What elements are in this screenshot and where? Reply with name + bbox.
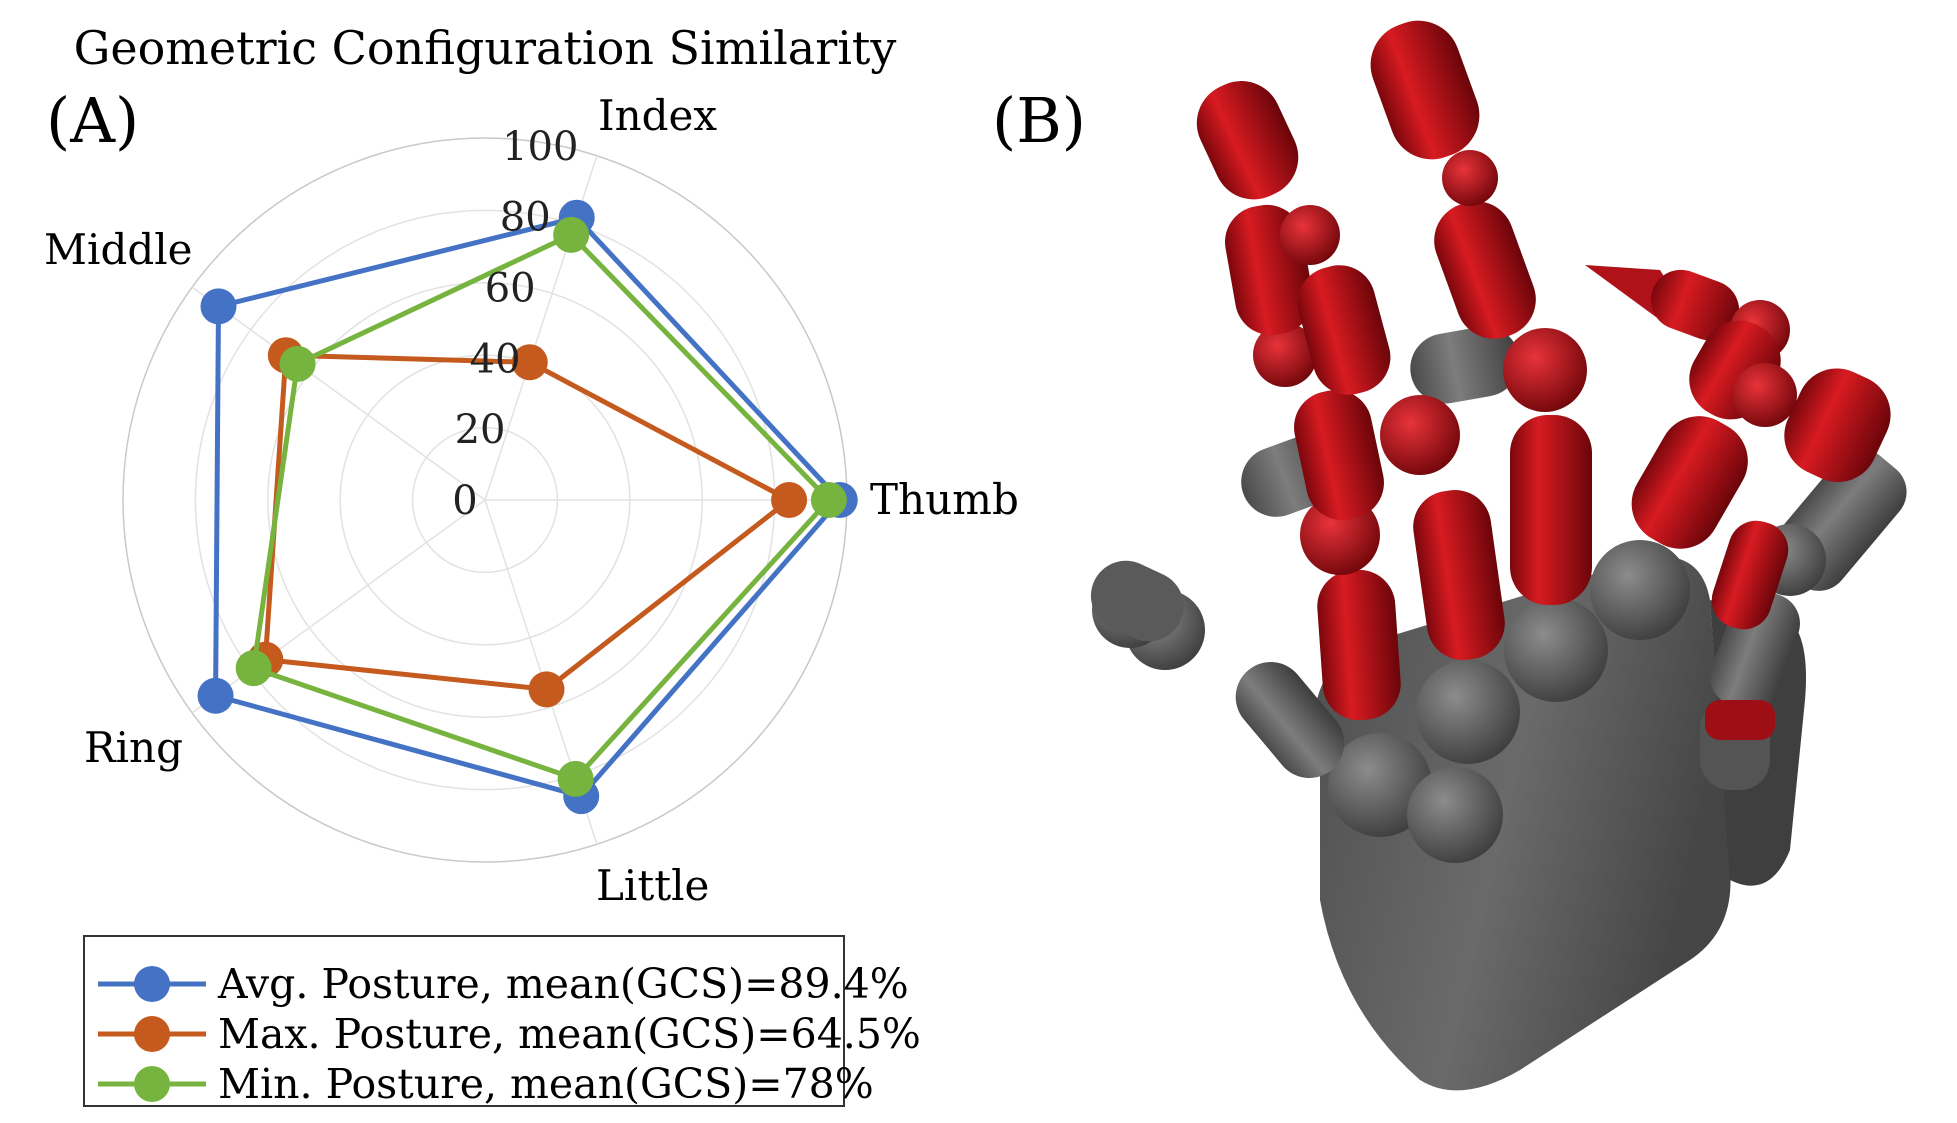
data-point-2-thumb [810,482,847,518]
data-point-2-little [557,760,594,797]
red-finger-2 [1297,265,1505,660]
axis-label-index: Index [598,91,717,140]
data-point-1-thumb [771,482,808,518]
data-point-2-ring [235,650,272,687]
tick-label: 80 [500,195,551,241]
tick-label: 40 [470,336,521,382]
grid-spoke [191,286,486,501]
legend-box [83,935,845,1107]
chart-title: Geometric Configuration Similarity [74,21,897,75]
legend-entry-1: Max. Posture, mean(GCS)=64.5% [218,1010,921,1058]
knuckle [1590,540,1690,640]
series-line-2 [251,232,832,782]
knuckle [1407,767,1503,863]
data-point-0-ring [197,677,234,714]
axis-label-thumb: Thumb [870,475,1019,524]
legend-marker-0 [134,966,170,1002]
tick-label: 20 [455,407,506,453]
data-point-0-middle [200,288,237,325]
tick-label: 0 [452,478,477,524]
legend: Avg. Posture, mean(GCS)=89.4%Max. Postur… [83,935,921,1108]
knuckle [1416,660,1520,764]
data-point-1-index [511,344,548,381]
panel-b-label: (B) [992,84,1086,157]
red-finger-3 [1370,20,1592,605]
legend-entry-0: Avg. Posture, mean(GCS)=89.4% [217,960,909,1008]
legend-marker-1 [134,1016,170,1052]
axis-label-ring: Ring [84,723,183,772]
red-finger-4 [1585,265,1891,740]
axis-label-little: Little [596,861,709,910]
grid-spoke [191,499,486,714]
data-point-1-little [528,671,565,708]
data-point-2-index [553,216,590,253]
axis-label-middle: Middle [44,225,193,274]
palm [1313,556,1731,1091]
red-finger-1 [1196,81,1401,721]
legend-marker-2 [134,1066,170,1102]
data-point-2-middle [279,345,316,382]
robotic-hand-illustration [1090,20,1907,1091]
tick-label: 60 [485,266,536,312]
thumb-gray [1090,560,1345,778]
series-line-0 [213,215,843,799]
legend-entry-2: Min. Posture, mean(GCS)=78% [218,1060,874,1108]
tick-label: 100 [502,124,578,170]
knuckle [1504,598,1608,702]
knuckle [1328,733,1432,837]
panel-a-label: (A) [46,84,139,157]
